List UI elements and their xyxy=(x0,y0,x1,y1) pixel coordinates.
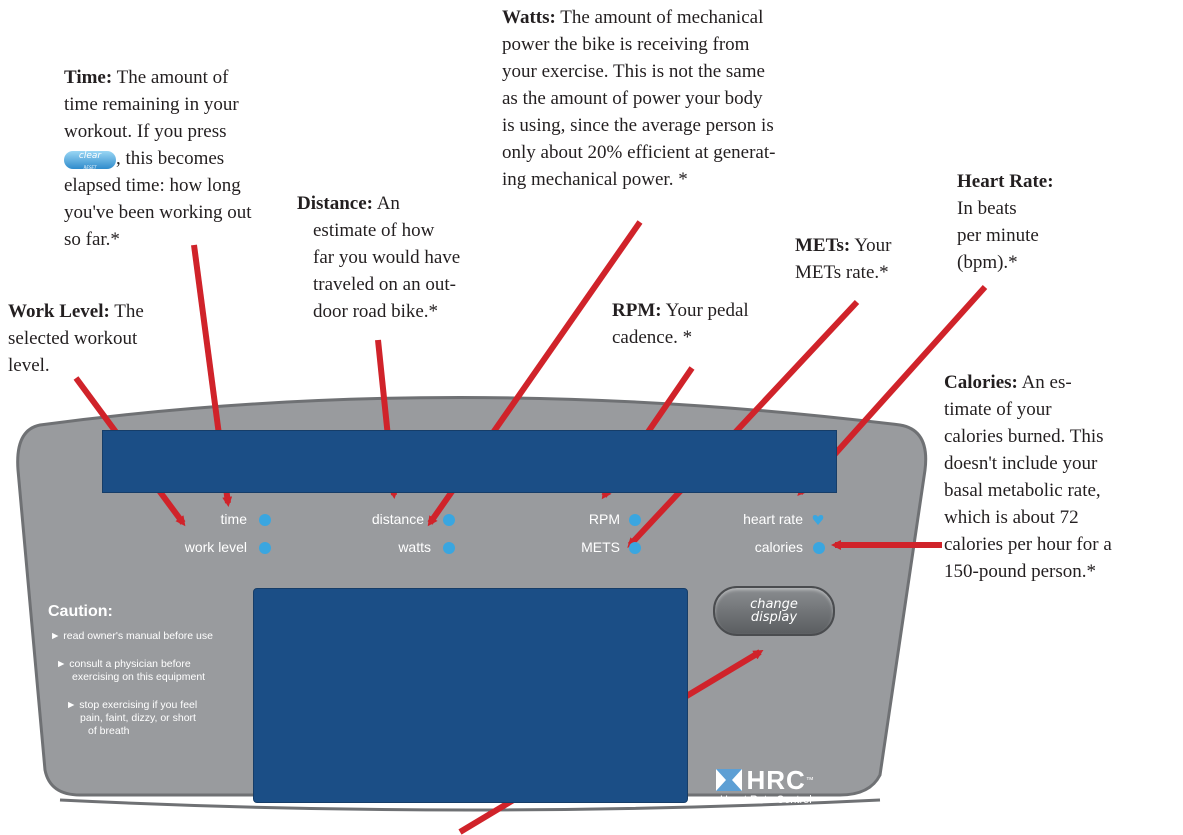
caution-title: Caution: xyxy=(48,603,113,620)
indicator-label-time: time xyxy=(220,511,247,527)
callout-time-line: The amount of xyxy=(116,67,229,88)
callout-calories-line: 150-pound person.* xyxy=(944,561,1096,582)
callout-calories-line: timate of your xyxy=(944,399,1052,420)
callout-heart-rate-line: (bpm).* xyxy=(957,252,1018,273)
callout-heart-rate-title: Heart Rate: xyxy=(957,171,1054,192)
callout-distance-title: Distance: xyxy=(297,193,373,214)
callout-mets-line: Your xyxy=(854,235,892,256)
callout-time-line: so far.* xyxy=(64,229,120,250)
callout-work-level: Work Level: The selected workout level. xyxy=(8,298,144,379)
callout-calories-line: An es- xyxy=(1021,372,1072,393)
callout-distance-line: traveled on an out- xyxy=(313,274,456,295)
caution-item-2b: exercising on this equipment xyxy=(72,671,206,683)
indicator-label-rpm: RPM xyxy=(588,511,620,527)
callout-time: Time: The amount of time remaining in yo… xyxy=(64,64,252,253)
indicator-label-heart-rate: heart rate xyxy=(743,511,803,527)
callout-watts-line: only about 20% efficient at generat- xyxy=(502,142,776,163)
indicator-dot-distance xyxy=(443,514,455,526)
change-display-button[interactable]: change display xyxy=(713,586,835,636)
callout-distance-line: door road bike.* xyxy=(313,301,439,322)
callout-watts-line: The amount of mechanical xyxy=(560,7,764,28)
callout-watts-line: is using, since the average person is xyxy=(502,115,774,136)
callout-work-level-title: Work Level: xyxy=(8,301,110,322)
callout-heart-rate-line: per minute xyxy=(957,225,1039,246)
indicator-label-mets: METS xyxy=(581,539,620,555)
callout-distance-line: An xyxy=(376,193,400,214)
callout-heart-rate-line: In beats xyxy=(957,198,1017,219)
callout-time-line: , this becomes xyxy=(116,148,225,169)
main-display-screen xyxy=(253,588,688,803)
callout-watts-line: power the bike is receiving from xyxy=(502,34,750,55)
caution-item-3a: ► stop exercising if you feel xyxy=(66,699,198,711)
hrc-logo-tagline: Heart Rate Control xyxy=(720,794,812,806)
caution-item-2a: ► consult a physician before xyxy=(56,658,191,670)
callout-rpm-title: RPM: xyxy=(612,300,662,321)
change-display-line2: display xyxy=(750,610,798,625)
callout-heart-rate: Heart Rate: In beats per minute (bpm).* xyxy=(957,168,1054,276)
indicator-dot-watts xyxy=(443,542,455,554)
callout-calories-line: which is about 72 xyxy=(944,507,1079,528)
console-body-bottom-edge xyxy=(59,798,881,812)
hrc-logo-icon xyxy=(716,769,742,791)
callout-watts: Watts: The amount of mechanical power th… xyxy=(502,4,775,193)
callout-time-line: you've been working out xyxy=(64,202,252,223)
callout-time-line: elapsed time: how long xyxy=(64,175,241,196)
heart-icon xyxy=(812,515,824,525)
indicator-label-calories: calories xyxy=(754,539,803,555)
callout-calories-line: calories burned. This xyxy=(944,426,1104,447)
caution-item-1: ► read owner's manual before use xyxy=(50,630,213,642)
caution-item-3b: pain, faint, dizzy, or short xyxy=(80,712,196,724)
arrow-mets xyxy=(627,299,860,548)
indicator-label-watts: watts xyxy=(398,539,431,555)
callout-watts-line: as the amount of power your body xyxy=(502,88,763,109)
clear-button-label: clear xyxy=(78,150,102,161)
indicator-label-distance: distance xyxy=(371,511,424,527)
indicator-dot-calories xyxy=(813,542,825,554)
callout-work-level-line: selected workout xyxy=(8,328,138,349)
indicator-label-work-level: work level xyxy=(184,539,247,555)
callout-distance-line: estimate of how xyxy=(313,220,435,241)
indicator-dot-rpm xyxy=(629,514,641,526)
callout-distance-line: far you would have xyxy=(313,247,461,268)
hrc-logo-tm: ™ xyxy=(805,775,814,785)
callout-calories: Calories: An es- timate of your calories… xyxy=(944,369,1112,585)
top-display-screen xyxy=(102,430,837,493)
callout-rpm-line: cadence. * xyxy=(612,327,693,348)
callout-calories-line: doesn't include your xyxy=(944,453,1098,474)
callout-calories-line: calories per hour for a xyxy=(944,534,1112,555)
hrc-logo-name: HRC xyxy=(746,765,806,795)
caution-item-3c: of breath xyxy=(88,725,130,737)
callout-watts-title: Watts: xyxy=(502,7,556,28)
indicator-dot-mets xyxy=(629,542,641,554)
change-display-line1: change xyxy=(750,597,798,612)
callout-mets-line: METs rate.* xyxy=(795,262,889,283)
callout-watts-line: your exercise. This is not the same xyxy=(502,61,765,82)
callout-mets: METs: Your METs rate.* xyxy=(795,232,891,286)
callout-watts-line: ing mechanical power. * xyxy=(502,169,688,190)
indicator-dot-time xyxy=(259,514,271,526)
callout-time-line: time remaining in your xyxy=(64,94,239,115)
callout-rpm: RPM: Your pedal cadence. * xyxy=(612,297,749,351)
callout-calories-line: basal metabolic rate, xyxy=(944,480,1101,501)
indicator-dot-work-level xyxy=(259,542,271,554)
callout-work-level-line: level. xyxy=(8,355,50,376)
callout-time-line: workout. If you press xyxy=(64,121,227,142)
callout-time-title: Time: xyxy=(64,67,113,88)
callout-distance: Distance: An estimate of how far you wou… xyxy=(297,190,460,325)
callout-calories-title: Calories: xyxy=(944,372,1018,393)
callout-work-level-line: The xyxy=(114,301,144,322)
reset-button-label: RESET xyxy=(83,164,97,170)
hrc-logo: HRC™ Heart Rate Control xyxy=(716,765,814,806)
callout-mets-title: METs: xyxy=(795,235,851,256)
callout-rpm-line: Your pedal xyxy=(665,300,749,321)
